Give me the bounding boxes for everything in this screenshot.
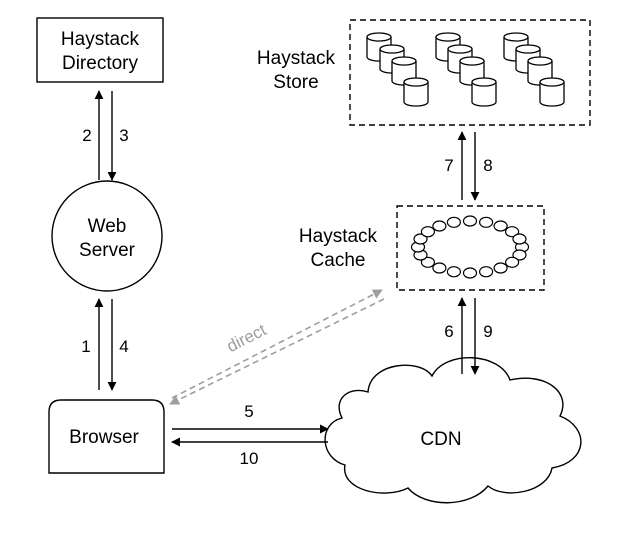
cache-ring-node bbox=[504, 226, 520, 238]
cache-ring bbox=[410, 215, 530, 279]
store-label-line2: Store bbox=[273, 72, 318, 93]
haystack-directory-node: Haystack Directory bbox=[36, 17, 164, 83]
store-label-line1: Haystack bbox=[257, 48, 336, 69]
directory-label-line1: Haystack bbox=[61, 29, 140, 50]
step-7-label: 7 bbox=[444, 156, 453, 175]
step-2-label: 2 bbox=[82, 126, 91, 145]
cache-ring-node bbox=[420, 256, 435, 268]
cache-ring-node bbox=[432, 262, 447, 274]
web-server-label-line1: Web bbox=[88, 216, 127, 237]
step-8-label: 8 bbox=[483, 156, 492, 175]
cache-ring-node bbox=[446, 216, 461, 228]
cache-ring-node bbox=[479, 216, 494, 228]
cache-ring-node bbox=[512, 233, 527, 245]
step-6-label: 6 bbox=[444, 322, 453, 341]
cache-ring-node bbox=[493, 220, 508, 232]
cache-ring-node bbox=[413, 233, 428, 245]
step-4-label: 4 bbox=[119, 337, 128, 356]
step-1-label: 1 bbox=[81, 337, 90, 356]
cache-ring-node bbox=[432, 220, 447, 232]
cache-ring-node bbox=[446, 266, 461, 278]
web-server-label-line2: Server bbox=[79, 240, 136, 261]
web-server-node: Web Server bbox=[51, 180, 163, 292]
step-3-label: 3 bbox=[119, 126, 128, 145]
step-10-label: 10 bbox=[240, 449, 259, 468]
cache-label-line2: Cache bbox=[311, 250, 366, 271]
cache-ring-node bbox=[479, 266, 494, 278]
step-9-label: 9 bbox=[483, 322, 492, 341]
cache-label-line1: Haystack bbox=[299, 226, 378, 247]
cache-ring-node bbox=[493, 262, 508, 274]
browser-label: Browser bbox=[69, 427, 139, 448]
cache-ring-node bbox=[504, 256, 520, 268]
step-5-label: 5 bbox=[244, 402, 253, 421]
haystack-cache-node: Haystack Cache bbox=[299, 205, 545, 291]
cdn-label: CDN bbox=[420, 429, 461, 450]
direct-arrow-to-browser bbox=[169, 298, 385, 405]
haystack-store-node: Haystack Store bbox=[257, 19, 591, 126]
direct-path: direct bbox=[169, 289, 385, 405]
browser-node: Browser bbox=[48, 399, 165, 474]
cdn-node: CDN bbox=[324, 357, 582, 504]
directory-label-line2: Directory bbox=[62, 53, 139, 74]
storage-cylinders bbox=[366, 32, 565, 107]
cache-ring-node bbox=[462, 215, 478, 227]
cache-ring-node bbox=[512, 249, 527, 261]
cache-ring-node bbox=[462, 267, 478, 279]
cache-ring-node bbox=[420, 226, 435, 238]
direct-arrow-to-cache bbox=[171, 289, 383, 399]
